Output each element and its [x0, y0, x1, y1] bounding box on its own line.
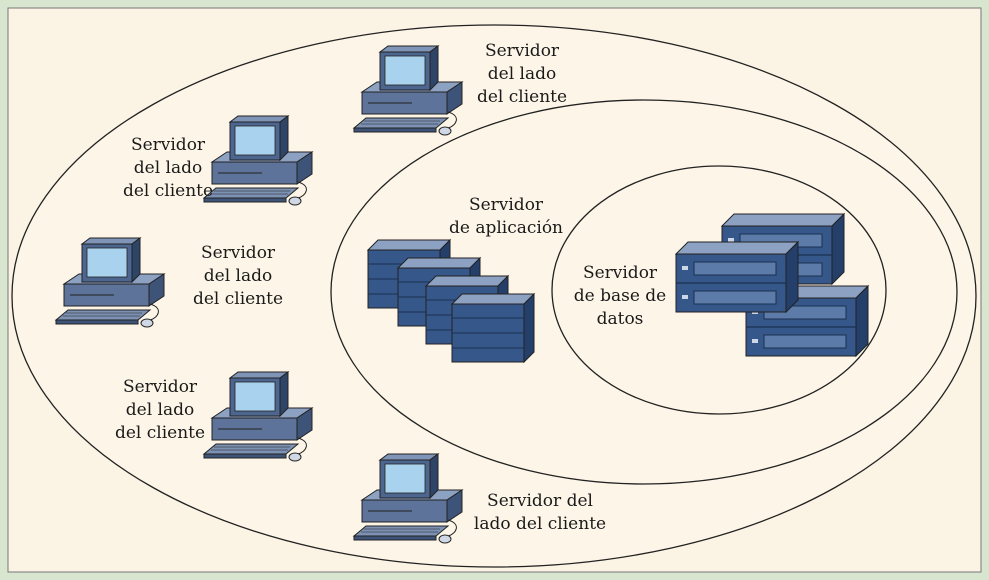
- client-label-3-line: del lado: [204, 266, 272, 286]
- db-server-label-line: Servidor: [583, 263, 658, 283]
- client-label-5: Servidor del lado del cliente: [474, 491, 606, 534]
- client-label-4-line: del cliente: [115, 423, 205, 443]
- db-server-label-line: de base de: [574, 286, 667, 306]
- app-server-label: Servidor de aplicación: [449, 195, 563, 238]
- db-server-label-line: datos: [597, 309, 644, 329]
- client-label-5-line: Servidor del: [487, 491, 593, 511]
- client-label-2-line: del cliente: [123, 181, 213, 201]
- client-label-1-line: del cliente: [477, 87, 567, 107]
- app-server-label-line: Servidor: [469, 195, 544, 215]
- client-label-3: Servidor del lado del cliente: [193, 243, 283, 309]
- client-label-1-line: del lado: [488, 64, 556, 84]
- client-label-1: Servidor del lado del cliente: [477, 41, 567, 107]
- client-label-4-line: del lado: [126, 400, 194, 420]
- client-label-5-line: lado del cliente: [474, 514, 606, 534]
- client-label-3-line: Servidor: [201, 243, 276, 263]
- db-server-label: Servidor de base de datos: [574, 263, 667, 329]
- client-label-2-line: Servidor: [131, 135, 206, 155]
- client-label-4: Servidor del lado del cliente: [115, 377, 205, 443]
- client-label-1-line: Servidor: [485, 41, 560, 61]
- app-server-label-line: de aplicación: [449, 218, 563, 238]
- client-label-4-line: Servidor: [123, 377, 198, 397]
- client-label-2: Servidor del lado del cliente: [123, 135, 213, 201]
- client-label-3-line: del cliente: [193, 289, 283, 309]
- client-label-2-line: del lado: [134, 158, 202, 178]
